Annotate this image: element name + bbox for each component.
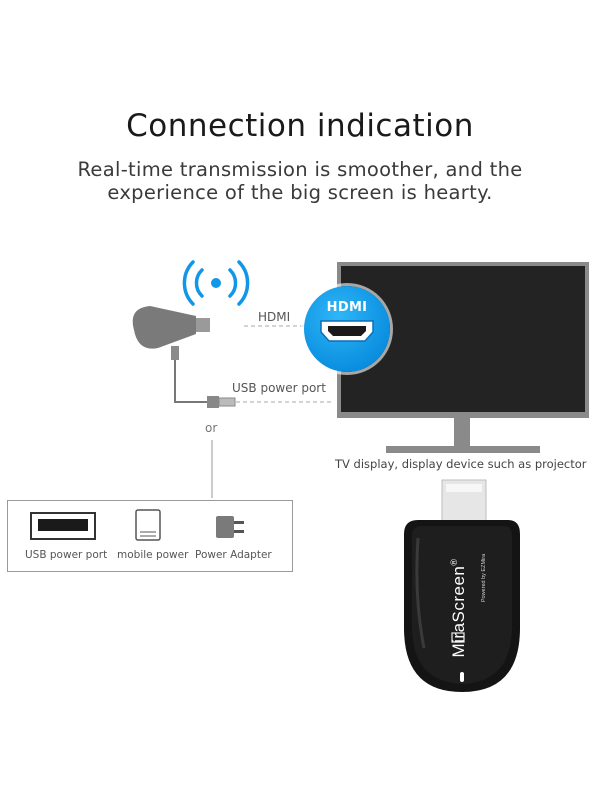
power-option-adapter-label: Power Adapter [195,549,272,561]
dongle-powered-by-text: Powered by EZMira [481,553,487,603]
tv-caption: TV display, display device such as proje… [335,457,587,471]
usb-plug-icon [207,396,236,408]
cast-icon [451,632,465,643]
mirascreen-dongle [404,479,520,692]
page-title: Connection indication [126,108,474,144]
power-bank-icon [135,509,161,541]
subtitle-line-1: Real-time transmission is smoother, and … [77,158,523,181]
dongle-small-icon [132,306,210,360]
power-option-mobile-label: mobile power [117,549,189,561]
power-adapter-icon [216,516,244,538]
dongle-brand-mark: ® [449,558,459,566]
hdmi-badge-label: HDMI [326,300,368,315]
hdmi-port-icon [320,320,374,342]
or-label: or [205,421,218,435]
usb-port-icon [30,512,96,540]
status-led [460,672,464,682]
subtitle-line-2: experience of the big screen is hearty. [107,181,493,204]
hdmi-label: HDMI [258,310,291,324]
wifi-signal-icon [182,260,250,306]
dongle-brand-text: MiraScreen [449,565,468,658]
power-option-usb-label: USB power port [25,549,108,561]
usb-power-port-label: USB power port [232,381,326,395]
